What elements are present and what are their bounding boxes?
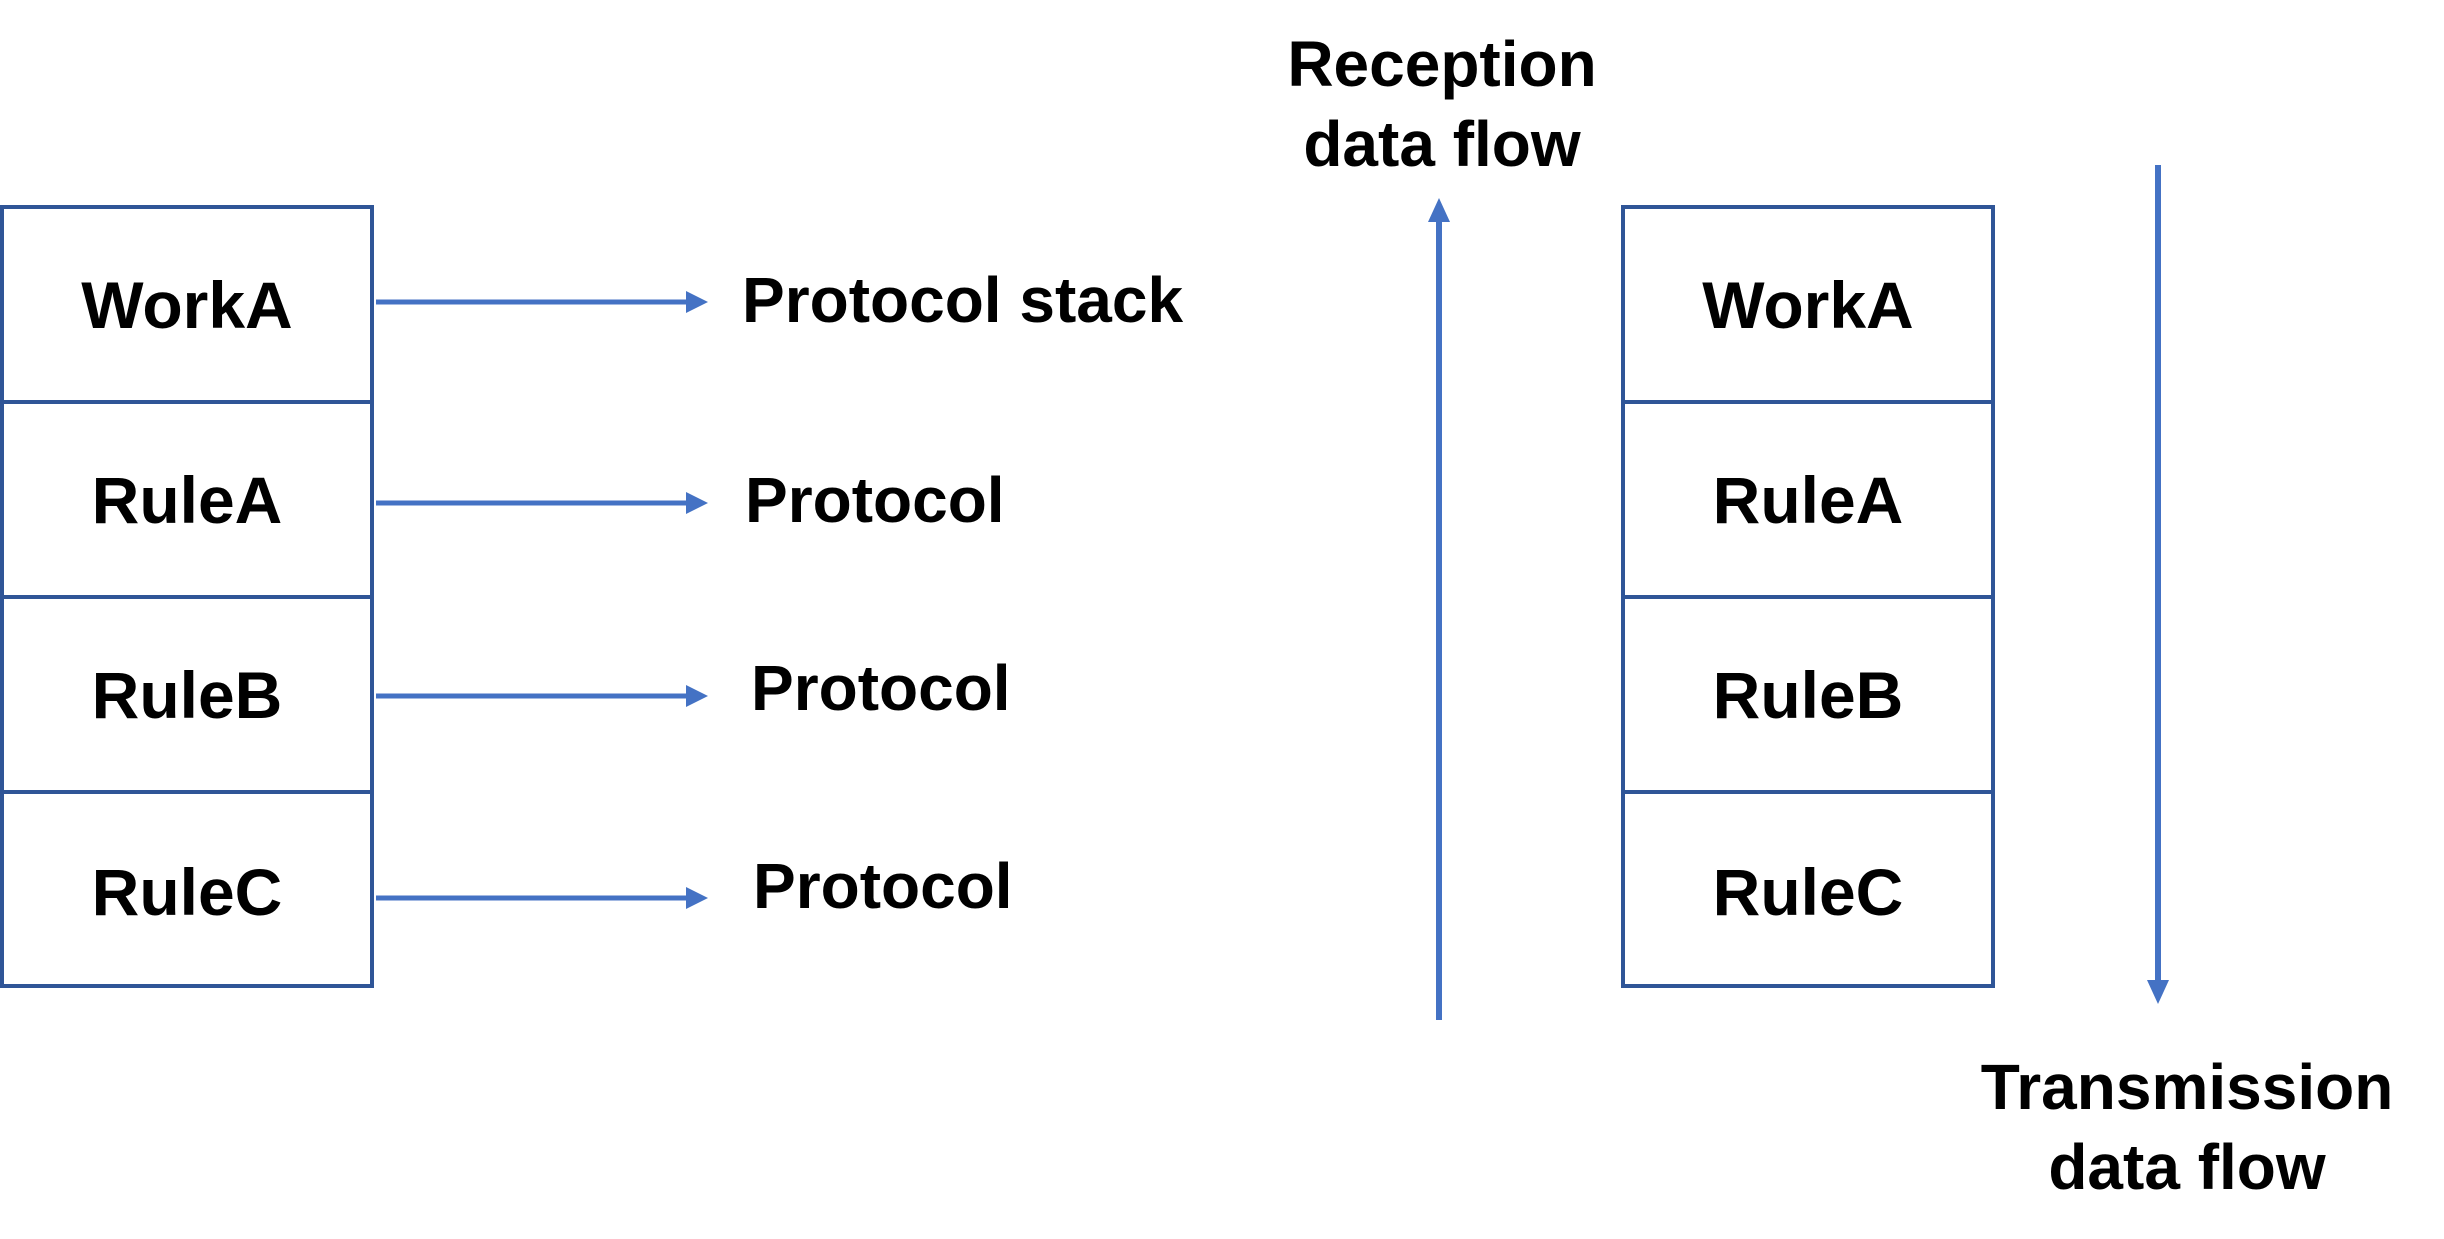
mapping-arrow-ruleb — [376, 685, 708, 707]
transmission-flow-label-line2: data flow — [2048, 1131, 2326, 1203]
mapping-label-protocol-2: Protocol — [751, 652, 1011, 724]
mapping-label-protocol-3: Protocol — [753, 850, 1013, 922]
transmission-flow-label-line1: Transmission — [1980, 1051, 2394, 1123]
left-layer-worka: WorkA — [4, 209, 370, 404]
right-layer-worka: WorkA — [1625, 209, 1991, 404]
right-layer-ruleb: RuleB — [1625, 599, 1991, 794]
left-protocol-stack: WorkA RuleA RuleB RuleC — [0, 205, 374, 988]
left-layer-rulea: RuleA — [4, 404, 370, 599]
reception-flow-label: Reception data flow — [1212, 24, 1672, 184]
mapping-arrow-worka — [376, 291, 708, 313]
reception-flow-arrow — [1428, 198, 1450, 1020]
right-layer-rulec: RuleC — [1712, 854, 1904, 929]
transmission-flow-label: Transmission data flow — [1957, 1047, 2417, 1207]
right-layer-rulea: RuleA — [1625, 404, 1991, 599]
mapping-label-protocol-1: Protocol — [745, 464, 1005, 536]
mapping-label-protocol-stack: Protocol stack — [742, 264, 1184, 336]
mapping-arrow-rulec — [376, 887, 708, 909]
right-protocol-stack: WorkA RuleA RuleB RuleC — [1621, 205, 1995, 988]
left-layer-ruleb: RuleB — [4, 599, 370, 794]
transmission-flow-arrow — [2147, 165, 2169, 1004]
mapping-arrow-rulea — [376, 492, 708, 514]
reception-flow-label-line2: data flow — [1303, 108, 1581, 180]
reception-flow-label-line1: Reception — [1287, 28, 1597, 100]
left-layer-rulec: RuleC — [91, 854, 283, 929]
